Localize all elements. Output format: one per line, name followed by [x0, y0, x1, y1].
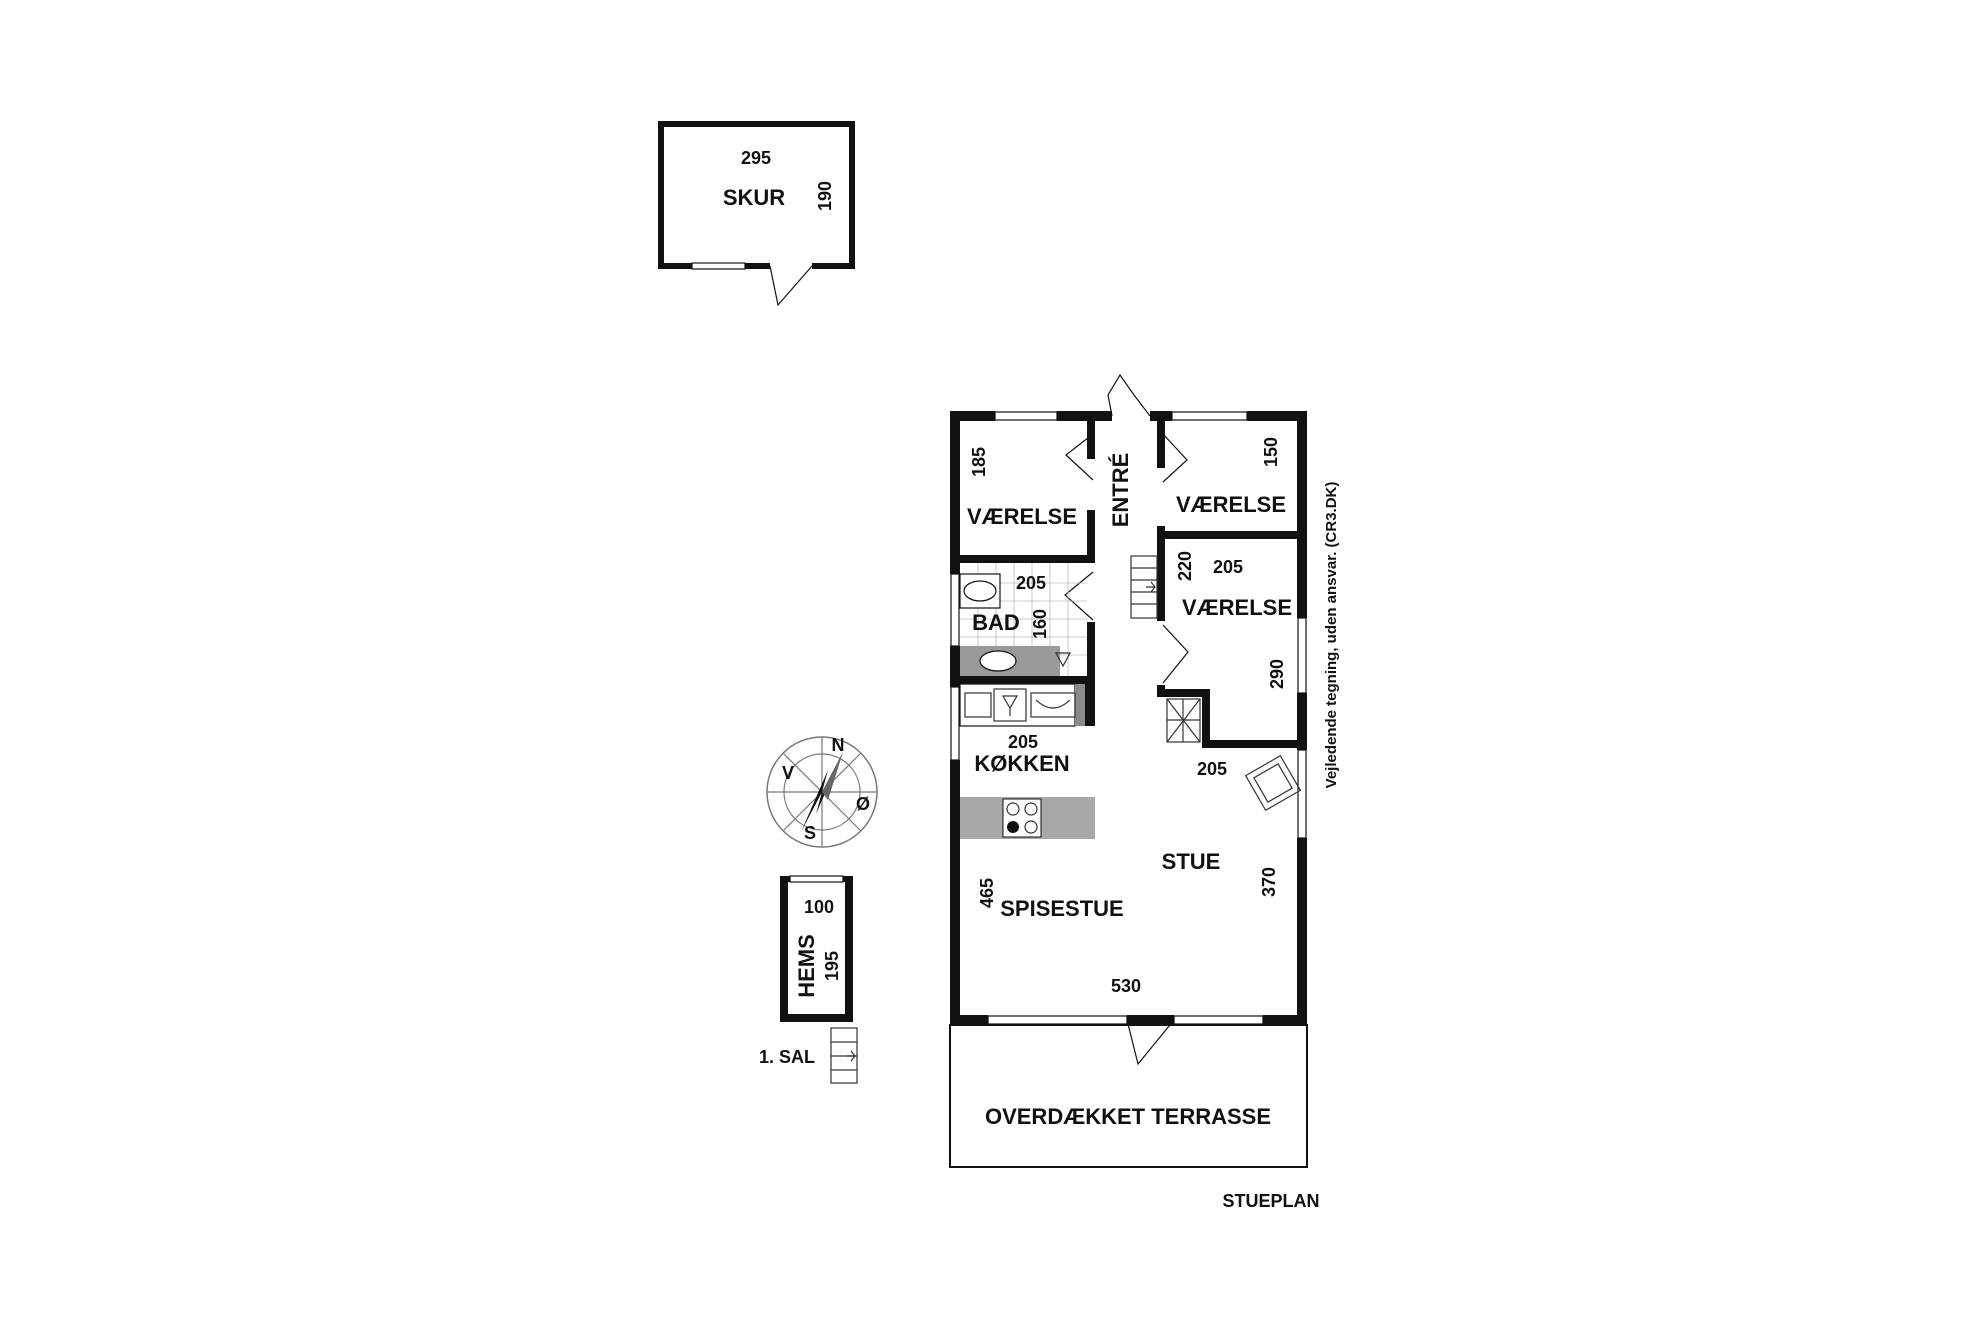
dim-stue-w: 205 [1197, 759, 1227, 779]
kitchen-counters [959, 683, 1095, 839]
room-terrasse: OVERDÆKKET TERRASSE [985, 1104, 1271, 1129]
room-vaerelse-1: VÆRELSE [967, 504, 1077, 529]
dim-vaerelse-3-a: 220 [1175, 551, 1195, 581]
dim-koekken: 205 [1008, 732, 1038, 752]
dim-vaerelse-1: 185 [969, 447, 989, 477]
hems-loft [780, 875, 858, 1084]
house-walls [950, 411, 1307, 1025]
dim-bad-w: 205 [1016, 573, 1046, 593]
shed-window [691, 262, 746, 270]
first-floor-label: 1. SAL [759, 1047, 815, 1067]
room-koekken: KØKKEN [974, 751, 1069, 776]
house-doors [1064, 373, 1189, 1066]
room-vaerelse-3: VÆRELSE [1182, 595, 1292, 620]
shed-width-dim: 295 [741, 148, 771, 168]
dim-stue-h: 370 [1259, 867, 1279, 897]
room-stue: STUE [1162, 849, 1221, 874]
room-vaerelse-2: VÆRELSE [1176, 492, 1286, 517]
dim-vaerelse-2: 150 [1261, 437, 1281, 467]
armchair [1244, 754, 1302, 812]
room-bad: BAD [972, 610, 1020, 635]
shed-door [769, 265, 813, 307]
room-hems: HEMS [794, 934, 819, 998]
entry-stairs [1130, 555, 1158, 619]
dim-house-w: 530 [1111, 976, 1141, 996]
dim-bad-h: 160 [1030, 609, 1050, 639]
compass-o: Ø [856, 794, 870, 814]
terrace [949, 1024, 1308, 1168]
compass-v: V [782, 763, 794, 783]
bath-fixtures [959, 563, 1087, 676]
hems-height-dim: 195 [822, 951, 842, 981]
stair-box [1166, 698, 1201, 743]
ground-floor-label: STUEPLAN [1222, 1191, 1319, 1211]
disclaimer-text: Vejledende tegning, uden ansvar. (CR3.DK… [1323, 482, 1340, 789]
hems-width-dim: 100 [804, 897, 834, 917]
compass-s: S [804, 823, 816, 843]
room-spisestue: SPISESTUE [1000, 896, 1123, 921]
room-entre: ENTRÉ [1108, 453, 1133, 528]
shed [658, 121, 855, 307]
shed-label: SKUR [723, 185, 785, 210]
compass-n: N [832, 735, 845, 755]
hems-window [789, 875, 844, 883]
dim-vaerelse-3-c: 290 [1267, 659, 1287, 689]
shed-height-dim: 190 [815, 181, 835, 211]
compass-rose [766, 736, 878, 848]
dim-vaerelse-3-b: 205 [1213, 557, 1243, 577]
dim-spisestue-h: 465 [977, 878, 997, 908]
